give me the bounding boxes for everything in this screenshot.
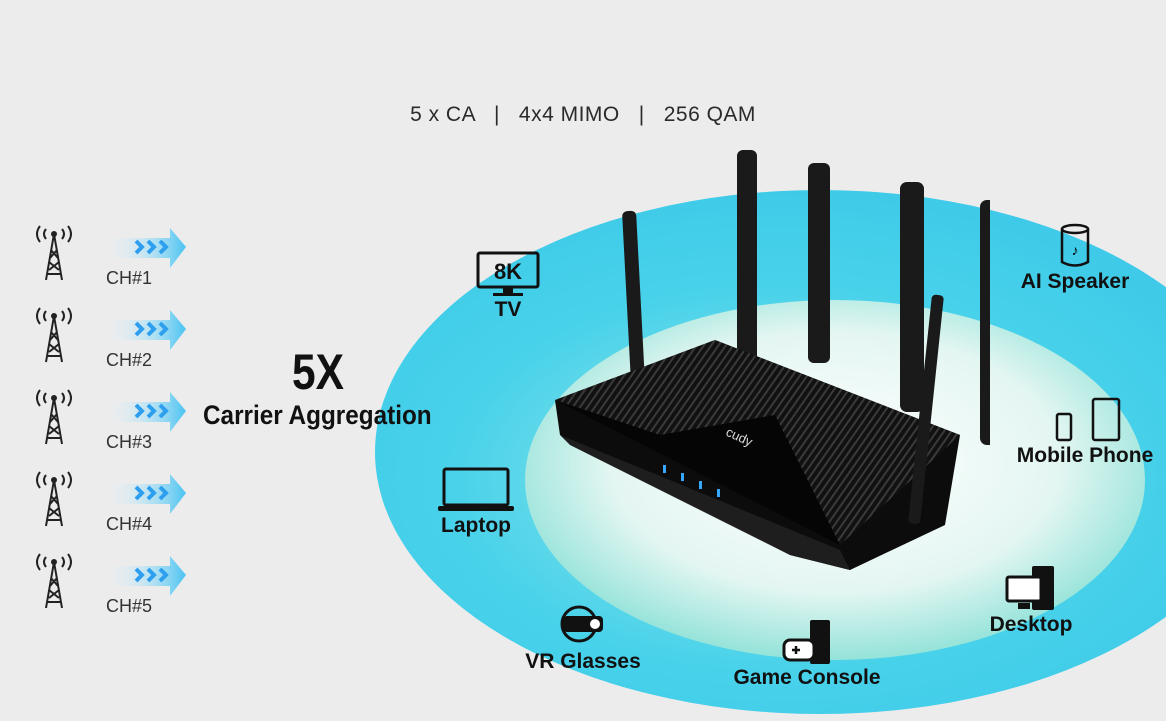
channel-1: CH#1 xyxy=(30,222,200,302)
desktop-icon xyxy=(1005,566,1054,610)
game-console-icon xyxy=(782,620,830,664)
spec-line: 5 x CA | 4x4 MIMO | 256 QAM xyxy=(410,103,756,126)
device-label: Desktop xyxy=(989,613,1073,636)
channel-label: CH#1 xyxy=(106,268,153,288)
device-label: Mobile Phone xyxy=(1016,444,1154,467)
svg-text:8K: 8K xyxy=(494,259,522,284)
channel-label: CH#5 xyxy=(106,596,153,616)
router-image: cudy xyxy=(555,150,990,570)
device-mobile-phone: Mobile Phone xyxy=(1008,396,1162,468)
tv-icon: 8K xyxy=(476,251,540,296)
channel-label: CH#3 xyxy=(106,432,153,452)
antenna xyxy=(908,294,944,524)
channel-5: CH#5 xyxy=(30,550,200,630)
channel-label: CH#4 xyxy=(106,514,153,534)
device-ai-speaker: ♪ AI Speaker xyxy=(1015,222,1135,294)
device-label: Game Console xyxy=(733,666,881,689)
channel-2: CH#2 xyxy=(30,304,200,384)
svg-text:♪: ♪ xyxy=(1072,242,1079,258)
device-label: Laptop xyxy=(441,514,511,537)
laptop-icon xyxy=(438,467,514,511)
device-label: AI Speaker xyxy=(1020,270,1130,293)
smart-speaker-icon: ♪ xyxy=(1060,223,1090,267)
antenna xyxy=(808,163,830,363)
antenna xyxy=(980,200,990,445)
device-label: VR Glasses xyxy=(525,650,641,673)
device-label: TV xyxy=(494,298,522,321)
antenna xyxy=(737,150,757,370)
device-game-console: Game Console xyxy=(726,618,888,690)
device-vr-glasses: VR Glasses xyxy=(525,600,641,674)
vr-headset-icon xyxy=(560,605,603,643)
feature-multiplier: 5X xyxy=(292,344,344,400)
device-laptop: Laptop xyxy=(434,466,518,538)
channel-4: CH#4 xyxy=(30,468,200,548)
channel-label: CH#2 xyxy=(106,350,153,370)
feature-title: Carrier Aggregation xyxy=(203,400,432,430)
device-tv: 8K TV xyxy=(470,250,546,322)
device-desktop: Desktop xyxy=(982,563,1080,637)
antenna xyxy=(900,182,924,412)
channel-3: CH#3 xyxy=(30,386,200,466)
phone-tablet-icon xyxy=(1055,397,1121,442)
